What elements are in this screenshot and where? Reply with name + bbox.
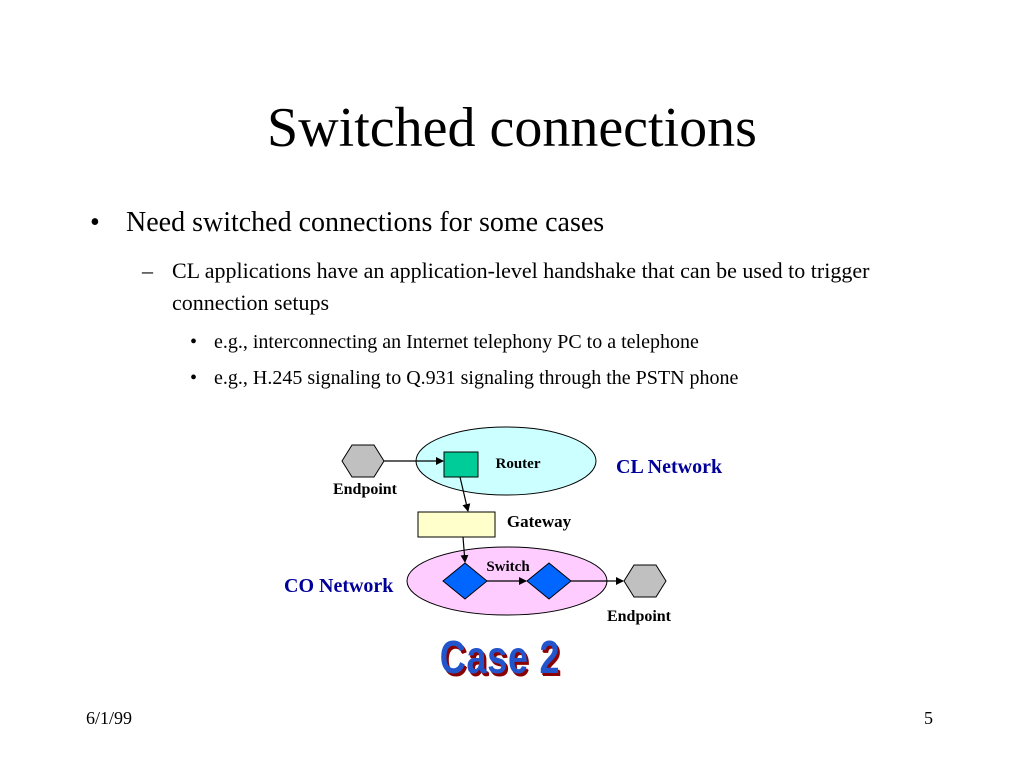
bullet-level2: – CL applications have an application-le… — [90, 255, 970, 319]
gateway-box — [417, 511, 496, 538]
bullet-level1: • Need switched connections for some cas… — [90, 205, 970, 241]
gateway-to-switch-link — [460, 536, 469, 563]
cl-network-label: CL Network — [616, 456, 723, 478]
endpoint-bottom-label: Endpoint — [607, 608, 672, 625]
bullet-level3: • e.g., interconnecting an Internet tele… — [90, 329, 970, 355]
router-label: Router — [496, 456, 541, 472]
gateway-label: Gateway — [507, 512, 572, 531]
footer-page-number: 5 — [924, 708, 933, 728]
dash-marker: – — [142, 258, 153, 283]
co-network-label: CO Network — [284, 575, 394, 597]
bullet-text: CL applications have an application-leve… — [172, 258, 870, 315]
footer-date: 6/1/99 — [86, 708, 133, 728]
slide-title: Switched connections — [267, 97, 757, 159]
bullet-list: • Need switched connections for some cas… — [90, 205, 970, 391]
bullet-level3: • e.g., H.245 signaling to Q.931 signali… — [90, 365, 970, 391]
bullet-text: Need switched connections for some cases — [126, 207, 605, 238]
bullet-text: e.g., interconnecting an Internet teleph… — [214, 331, 699, 353]
router-to-gateway-link — [459, 476, 471, 512]
bullet-marker: • — [190, 331, 198, 353]
endpoint-top-hexagon — [341, 444, 385, 478]
case-label: Case 2 — [439, 631, 561, 683]
switch-label: Switch — [486, 559, 530, 575]
bullet-text: e.g., H.245 signaling to Q.931 signaling… — [214, 367, 739, 389]
switch-diamond-right — [526, 562, 572, 600]
endpoint-top-label: Endpoint — [333, 481, 398, 498]
switch-diamond-left — [442, 562, 488, 600]
endpoint-bottom-hexagon — [623, 564, 667, 598]
router-box — [443, 451, 479, 478]
bullet-marker: • — [190, 367, 198, 389]
bullet-marker: • — [90, 207, 100, 238]
